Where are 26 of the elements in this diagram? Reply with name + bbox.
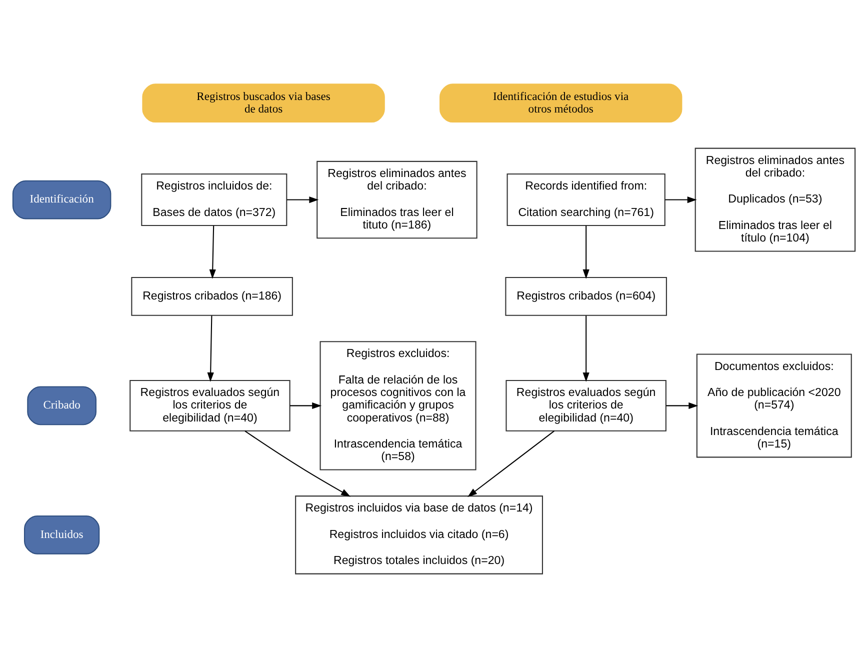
arrow (468, 430, 555, 497)
node-box: Registros eliminados antes del cribado: Duplicados (n=53) Eliminados tras leer el título (n=104) (694, 148, 856, 252)
node-box: Registros incluidos via base de datos (n=14) Registros incluidos via citado (n=6) Registros totales incluidos (n=20) (295, 496, 543, 574)
arrow (582, 226, 590, 279)
node-box: Identificación (12, 180, 112, 220)
node-box: Registros evaluados según los criterios de elegibilidad (n=40) (130, 380, 290, 432)
arrow (666, 402, 698, 410)
node-box: Registros incluidos de: Bases de datos (n=372) (141, 174, 288, 226)
node-box: Records identified from: Citation searching (n=761) (506, 174, 666, 226)
node-box: Registros cribados (n=186) (131, 277, 293, 316)
node-box: Registros cribados (n=604) (505, 277, 667, 316)
node-box: Identificación de estudios via otros métodos (440, 84, 682, 123)
node-box: Cribado (27, 386, 96, 426)
arrow (665, 196, 697, 204)
arrow (207, 316, 214, 382)
arrow (244, 430, 351, 497)
arrow (287, 196, 319, 204)
arrow (290, 402, 322, 410)
node-box: Registros excluidos: Falta de relación de los procesos cognitivos con la gamificación y grupos cooperativos (n=88) Intrascendencia temática (n=58) (320, 341, 476, 470)
node-box: Registros evaluados según los criterios de elegibilidad (n=40) (506, 380, 666, 432)
arrow (209, 226, 216, 279)
node-box: Registros eliminados antes del cribado: Eliminados tras leer el tituto (n=186) (316, 160, 478, 239)
node-box: Incluidos (24, 516, 100, 554)
node-box: Registros buscados via bases de datos (142, 84, 385, 123)
arrow (582, 316, 590, 382)
node-box: Documentos excluidos: Año de publicación <2020 (n=574) Intrascendencia temática (n=15) (696, 354, 852, 458)
